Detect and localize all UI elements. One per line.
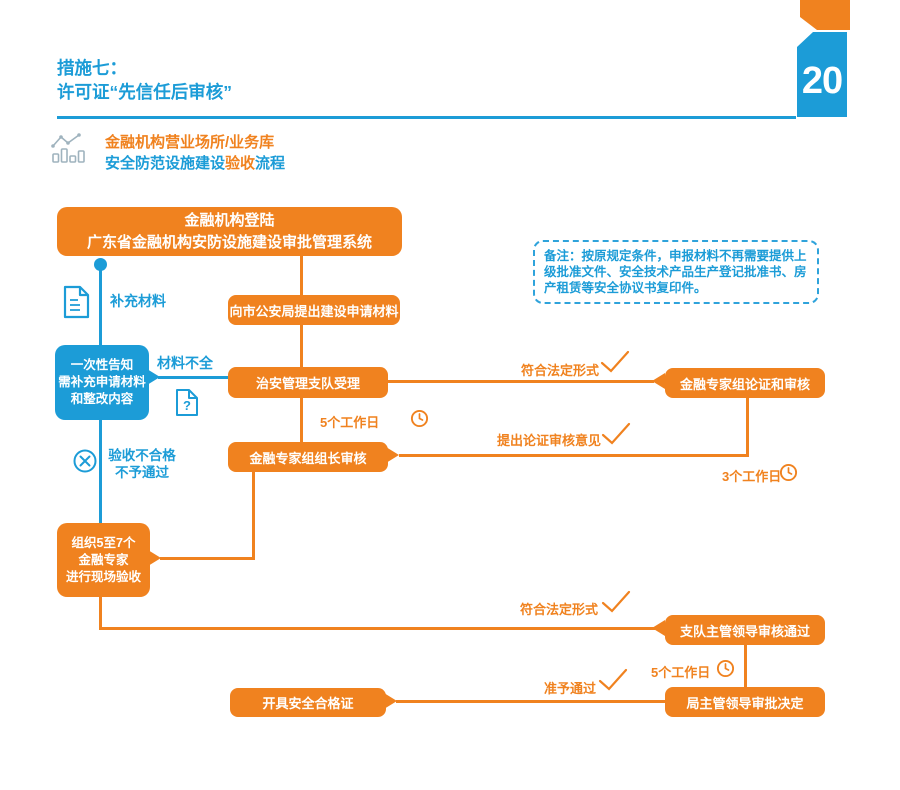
clock-icon xyxy=(410,409,429,433)
notice-pointer xyxy=(147,369,160,385)
page-badge xyxy=(797,0,850,117)
connector-leader-onsite xyxy=(160,557,255,560)
checkmark-icon xyxy=(599,349,631,379)
onsite-pointer xyxy=(148,550,161,566)
onsite-box-line2: 金融专家 xyxy=(78,552,129,567)
subtitle-highlight: 验收 xyxy=(225,155,256,172)
connector-incomplete xyxy=(158,376,230,379)
login-box-line2: 广东省金融机构安防设施建设审批管理系统 xyxy=(86,233,372,251)
connector-bureau-certificate xyxy=(396,700,666,703)
checkmark-icon xyxy=(600,589,632,619)
start-dot xyxy=(94,258,107,271)
onsite-box-line1: 组织5至7个 xyxy=(71,535,136,550)
flow-subtitle-line2: 安全防范设施建设验收流程 xyxy=(105,153,285,174)
label-review-opinion: 提出论证审核意见 xyxy=(497,433,602,448)
expert-leader-box: 金融专家组组长审核 xyxy=(228,442,388,472)
question-document-icon: ? xyxy=(175,388,199,422)
label-fail-line2: 不予通过 xyxy=(115,465,169,480)
checkmark-icon xyxy=(600,421,632,451)
header-divider xyxy=(57,116,796,119)
connector-panel-leader xyxy=(399,454,749,457)
connector-onsite-detachment xyxy=(99,627,655,630)
page-title-line1: 措施七： xyxy=(57,58,127,78)
label-approved: 准予通过 xyxy=(544,681,597,696)
certificate-pointer xyxy=(384,693,397,709)
notice-box: 一次性告知 需补充申请材料 和整改内容 xyxy=(55,345,149,420)
onsite-box-line3: 进行现场验收 xyxy=(65,569,141,584)
detachment-pointer xyxy=(652,620,665,636)
label-legal-form-top: 符合法定形式 xyxy=(521,363,600,378)
label-legal-form-bottom: 符合法定形式 xyxy=(520,602,599,617)
certificate-box: 开具安全合格证 xyxy=(230,688,386,717)
label-fail-line1: 验收不合格 xyxy=(108,448,176,463)
notice-box-line2: 需补充申请材料 xyxy=(58,375,146,389)
bureau-box: 局主管领导审批决定 xyxy=(665,687,825,717)
label-five-days-bottom: 5个工作日 xyxy=(651,665,711,680)
notice-box-line3: 和整改内容 xyxy=(70,392,134,406)
page-number: 20 xyxy=(801,60,843,102)
expert-panel-box: 金融专家组论证和审核 xyxy=(665,368,825,398)
subtitle-suffix: 流程 xyxy=(255,155,286,172)
expert-leader-pointer xyxy=(386,447,399,463)
page-title-line2: 许可证“先信任后审核” xyxy=(57,82,232,102)
accept-box: 治安管理支队受理 xyxy=(228,367,388,398)
detachment-box: 支队主管领导审核通过 xyxy=(665,615,825,645)
flow-subtitle: 金融机构营业场所/业务库 安全防范设施建设验收流程 xyxy=(105,132,285,174)
label-fail: 验收不合格 不予通过 xyxy=(103,447,181,481)
login-box-line1: 金融机构登陆 xyxy=(184,211,275,229)
label-five-days-mid: 5个工作日 xyxy=(320,415,380,430)
connector-leader-down xyxy=(252,470,255,560)
connector-panel-down xyxy=(746,396,749,457)
connector-apply-accept xyxy=(300,323,303,368)
checkmark-icon xyxy=(597,667,629,697)
cross-circle-icon xyxy=(72,448,98,479)
document-icon xyxy=(63,285,90,324)
clock-icon xyxy=(716,659,735,683)
connector-detachment-bureau xyxy=(744,645,747,688)
clock-icon xyxy=(779,463,798,487)
label-three-days: 3个工作日 xyxy=(722,469,782,484)
connector-login-apply xyxy=(300,256,303,296)
flow-subtitle-line1: 金融机构营业场所/业务库 xyxy=(105,134,275,151)
apply-box: 向市公安局提出建设申请材料 xyxy=(228,295,400,325)
svg-text:?: ? xyxy=(183,398,191,413)
label-supplement-material: 补充材料 xyxy=(110,293,166,309)
connector-supplement xyxy=(99,269,102,346)
expert-panel-pointer xyxy=(652,373,665,389)
bar-line-chart-icon xyxy=(50,132,90,169)
notice-box-line1: 一次性告知 xyxy=(70,358,134,372)
connector-accept-panel xyxy=(386,380,654,383)
page-title: 措施七： 许可证“先信任后审核” xyxy=(57,56,232,104)
connector-fail xyxy=(99,418,102,524)
subtitle-prefix: 安全防范设施建设 xyxy=(105,155,226,172)
note-box: 备注：按原规定条件，申报材料不再需要提供上级批准文件、安全技术产品生产登记批准书… xyxy=(533,240,819,304)
connector-onsite-down xyxy=(99,595,102,630)
login-box: 金融机构登陆 广东省金融机构安防设施建设审批管理系统 xyxy=(57,207,402,256)
label-incomplete-material: 材料不全 xyxy=(157,355,213,371)
connector-accept-leader xyxy=(300,396,303,443)
onsite-box: 组织5至7个 金融专家 进行现场验收 xyxy=(57,523,150,597)
